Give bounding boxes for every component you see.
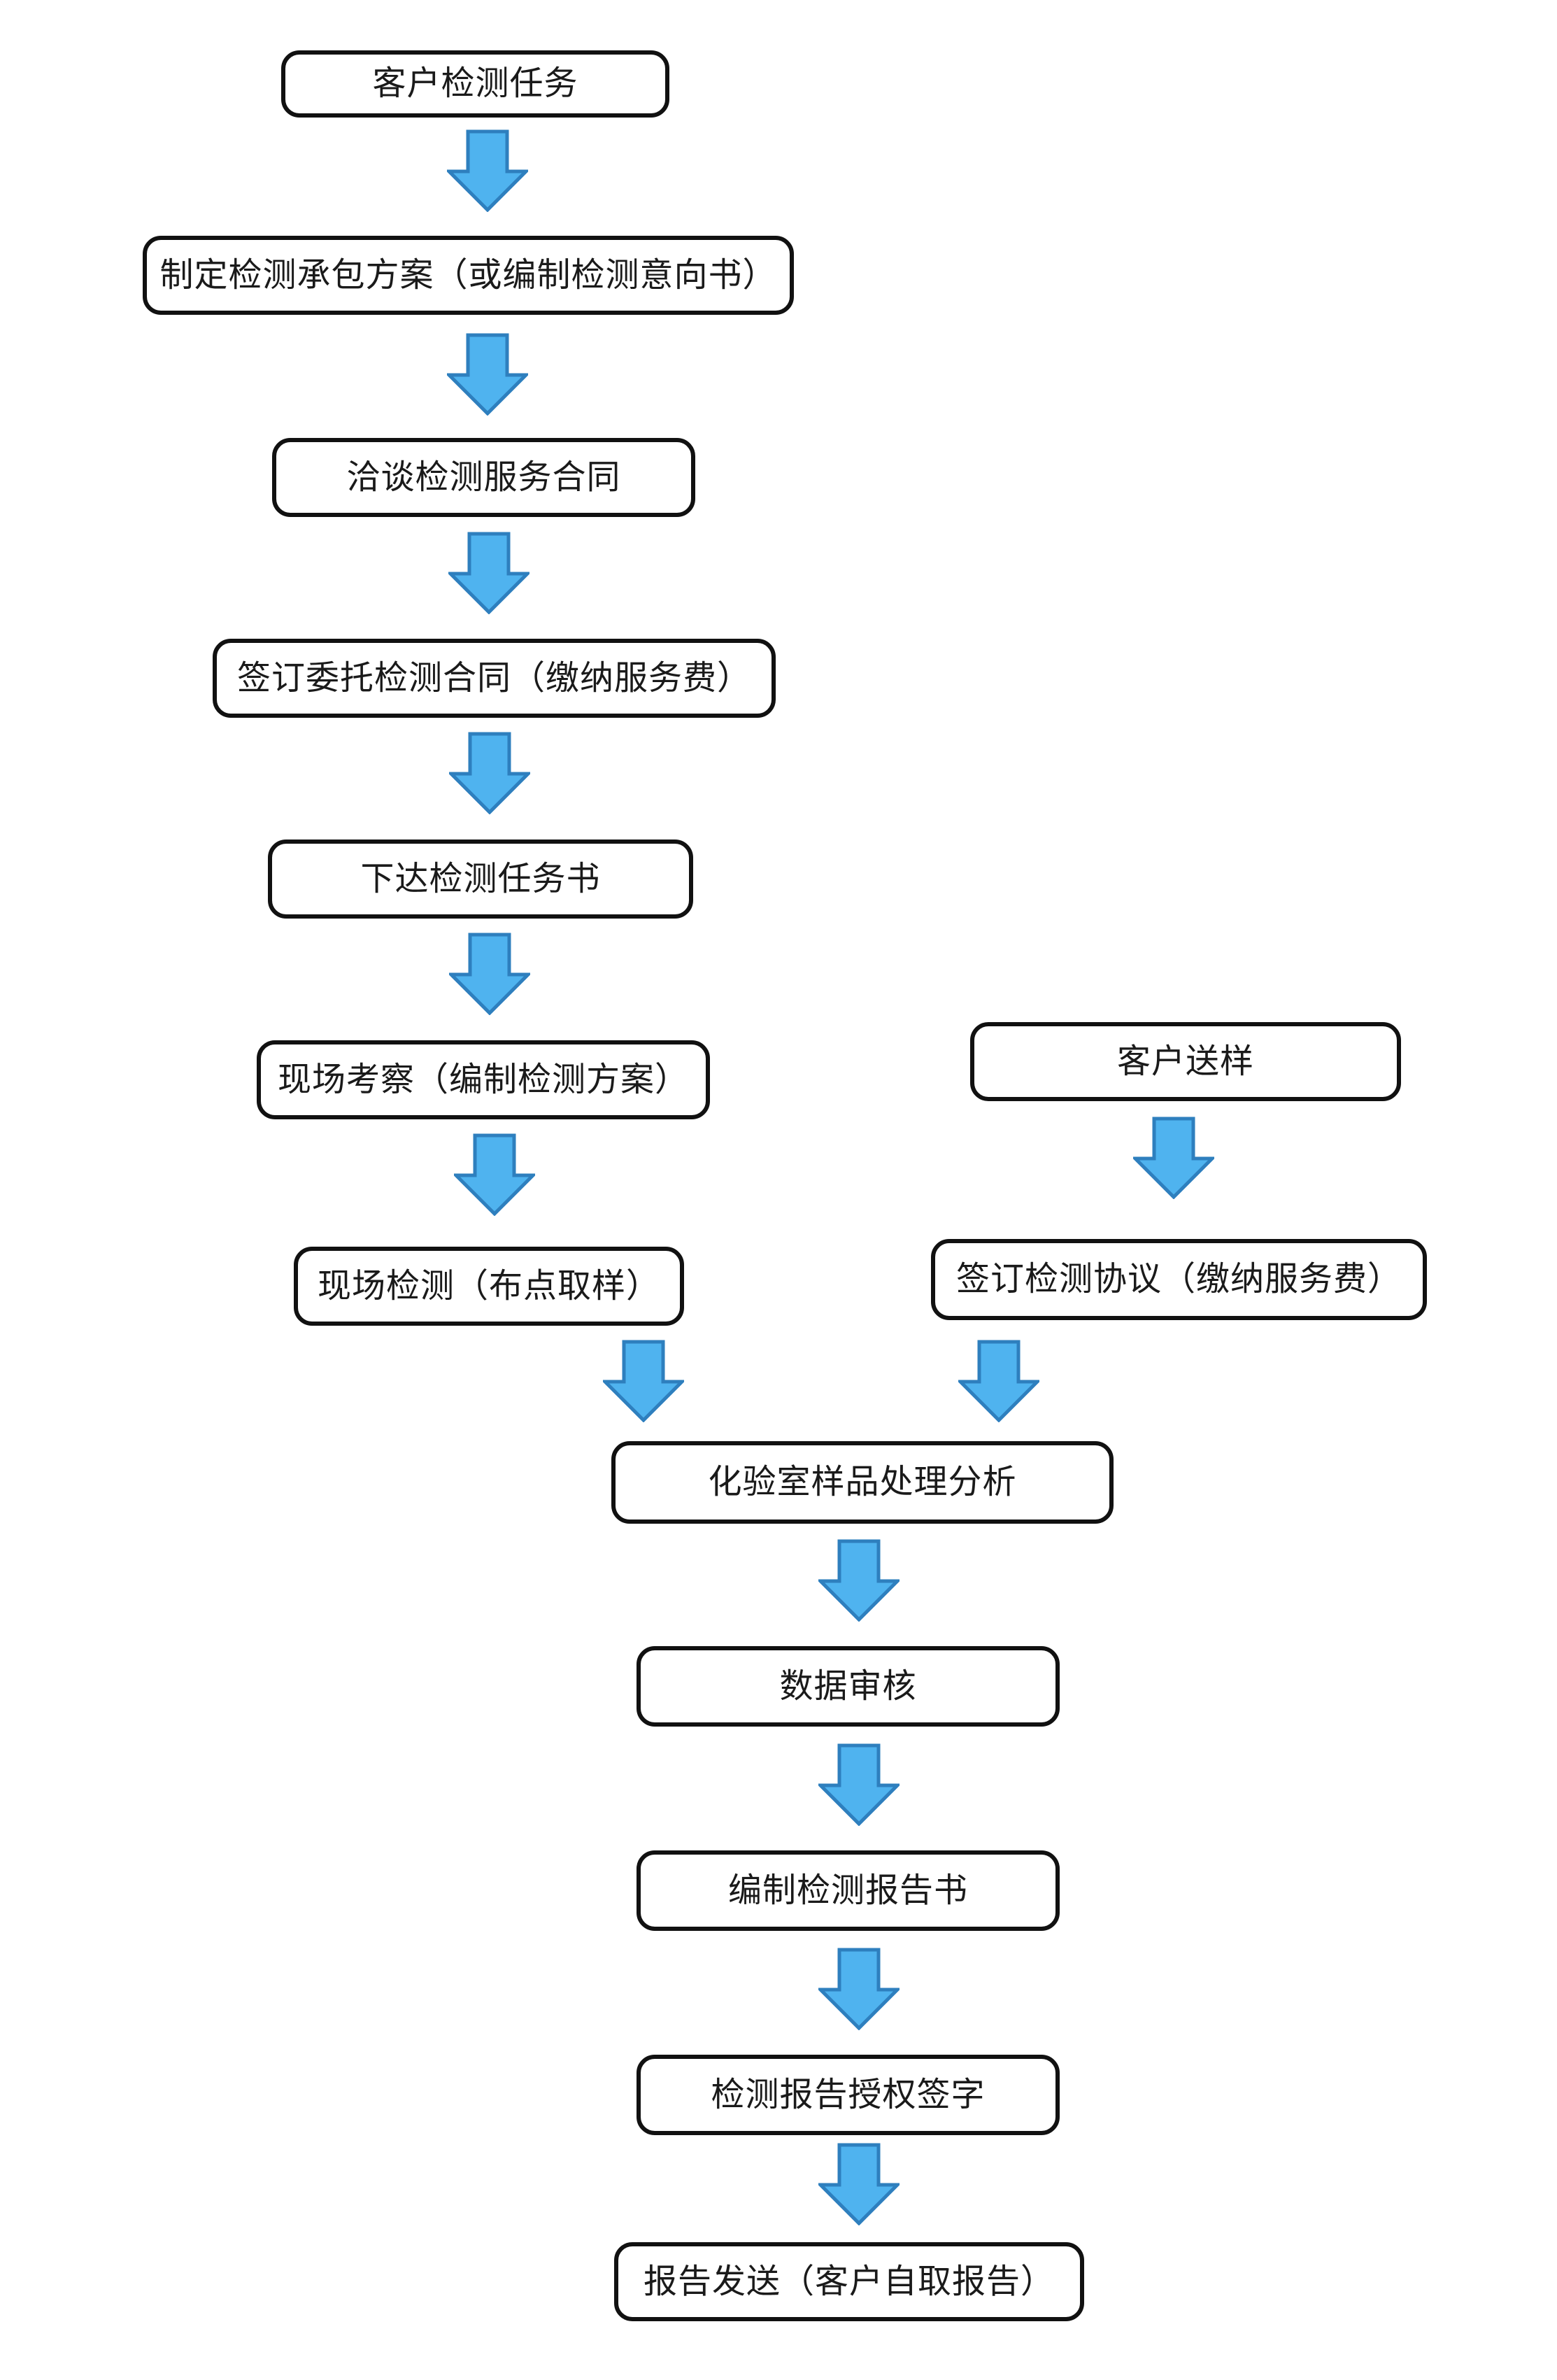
- flow-node-sign-entrust-contract: 签订委托检测合同（缴纳服务费）: [213, 639, 776, 718]
- flow-node-compile-report: 编制检测报告书: [637, 1850, 1060, 1931]
- down-arrow-icon: [818, 1539, 900, 1622]
- flow-node-issue-task-order: 下达检测任务书: [268, 840, 693, 919]
- flow-node-label: 签订检测协议（缴纳服务费）: [955, 1261, 1402, 1298]
- flow-node-label: 化验室样品处理分析: [708, 1464, 1017, 1501]
- flow-node-negotiate-contract: 洽谈检测服务合同: [272, 438, 695, 517]
- down-arrow-icon: [818, 1743, 900, 1826]
- down-arrow-icon: [818, 2143, 900, 2225]
- flow-node-label: 客户送样: [1116, 1042, 1254, 1080]
- flow-node-data-review: 数据审核: [637, 1646, 1060, 1727]
- flow-node-label: 下达检测任务书: [360, 860, 601, 898]
- down-arrow-icon: [958, 1340, 1039, 1422]
- flow-node-label: 客户检测任务: [372, 65, 578, 103]
- down-arrow-icon: [603, 1340, 684, 1422]
- down-arrow-icon: [449, 732, 530, 814]
- down-arrow-icon: [818, 1948, 900, 2030]
- down-arrow-icon: [447, 333, 528, 416]
- flow-node-label: 洽谈检测服务合同: [346, 458, 621, 496]
- down-arrow-icon: [454, 1133, 535, 1216]
- down-arrow-icon: [448, 532, 529, 614]
- flow-node-report-delivery: 报告发送（客户自取报告）: [614, 2242, 1084, 2321]
- flow-node-customer-task: 客户检测任务: [281, 50, 669, 118]
- flow-node-make-contract-plan: 制定检测承包方案（或编制检测意向书）: [143, 236, 794, 315]
- flow-node-label: 现场考察（编制检测方案）: [277, 1061, 689, 1098]
- flow-node-label: 现场检测（布点取样）: [317, 1267, 660, 1305]
- flow-node-report-authorize-sign: 检测报告授权签字: [637, 2055, 1060, 2135]
- flow-node-label: 报告发送（客户自取报告）: [643, 2262, 1055, 2300]
- down-arrow-icon: [1133, 1117, 1214, 1199]
- flow-node-lab-analysis: 化验室样品处理分析: [611, 1441, 1114, 1524]
- down-arrow-icon: [449, 933, 530, 1015]
- flow-node-sign-test-agreement: 签订检测协议（缴纳服务费）: [931, 1239, 1427, 1320]
- flow-node-label: 编制检测报告书: [727, 1871, 968, 1909]
- flow-node-label: 制定检测承包方案（或编制检测意向书）: [159, 256, 777, 294]
- flow-node-label: 数据审核: [779, 1667, 917, 1705]
- flow-node-site-testing: 现场检测（布点取样）: [294, 1247, 684, 1326]
- flow-node-label: 检测报告授权签字: [711, 2076, 986, 2113]
- flow-node-site-survey: 现场考察（编制检测方案）: [257, 1040, 710, 1119]
- flow-node-label: 签订委托检测合同（缴纳服务费）: [236, 659, 751, 697]
- flow-node-customer-sample: 客户送样: [970, 1022, 1401, 1101]
- down-arrow-icon: [447, 129, 528, 212]
